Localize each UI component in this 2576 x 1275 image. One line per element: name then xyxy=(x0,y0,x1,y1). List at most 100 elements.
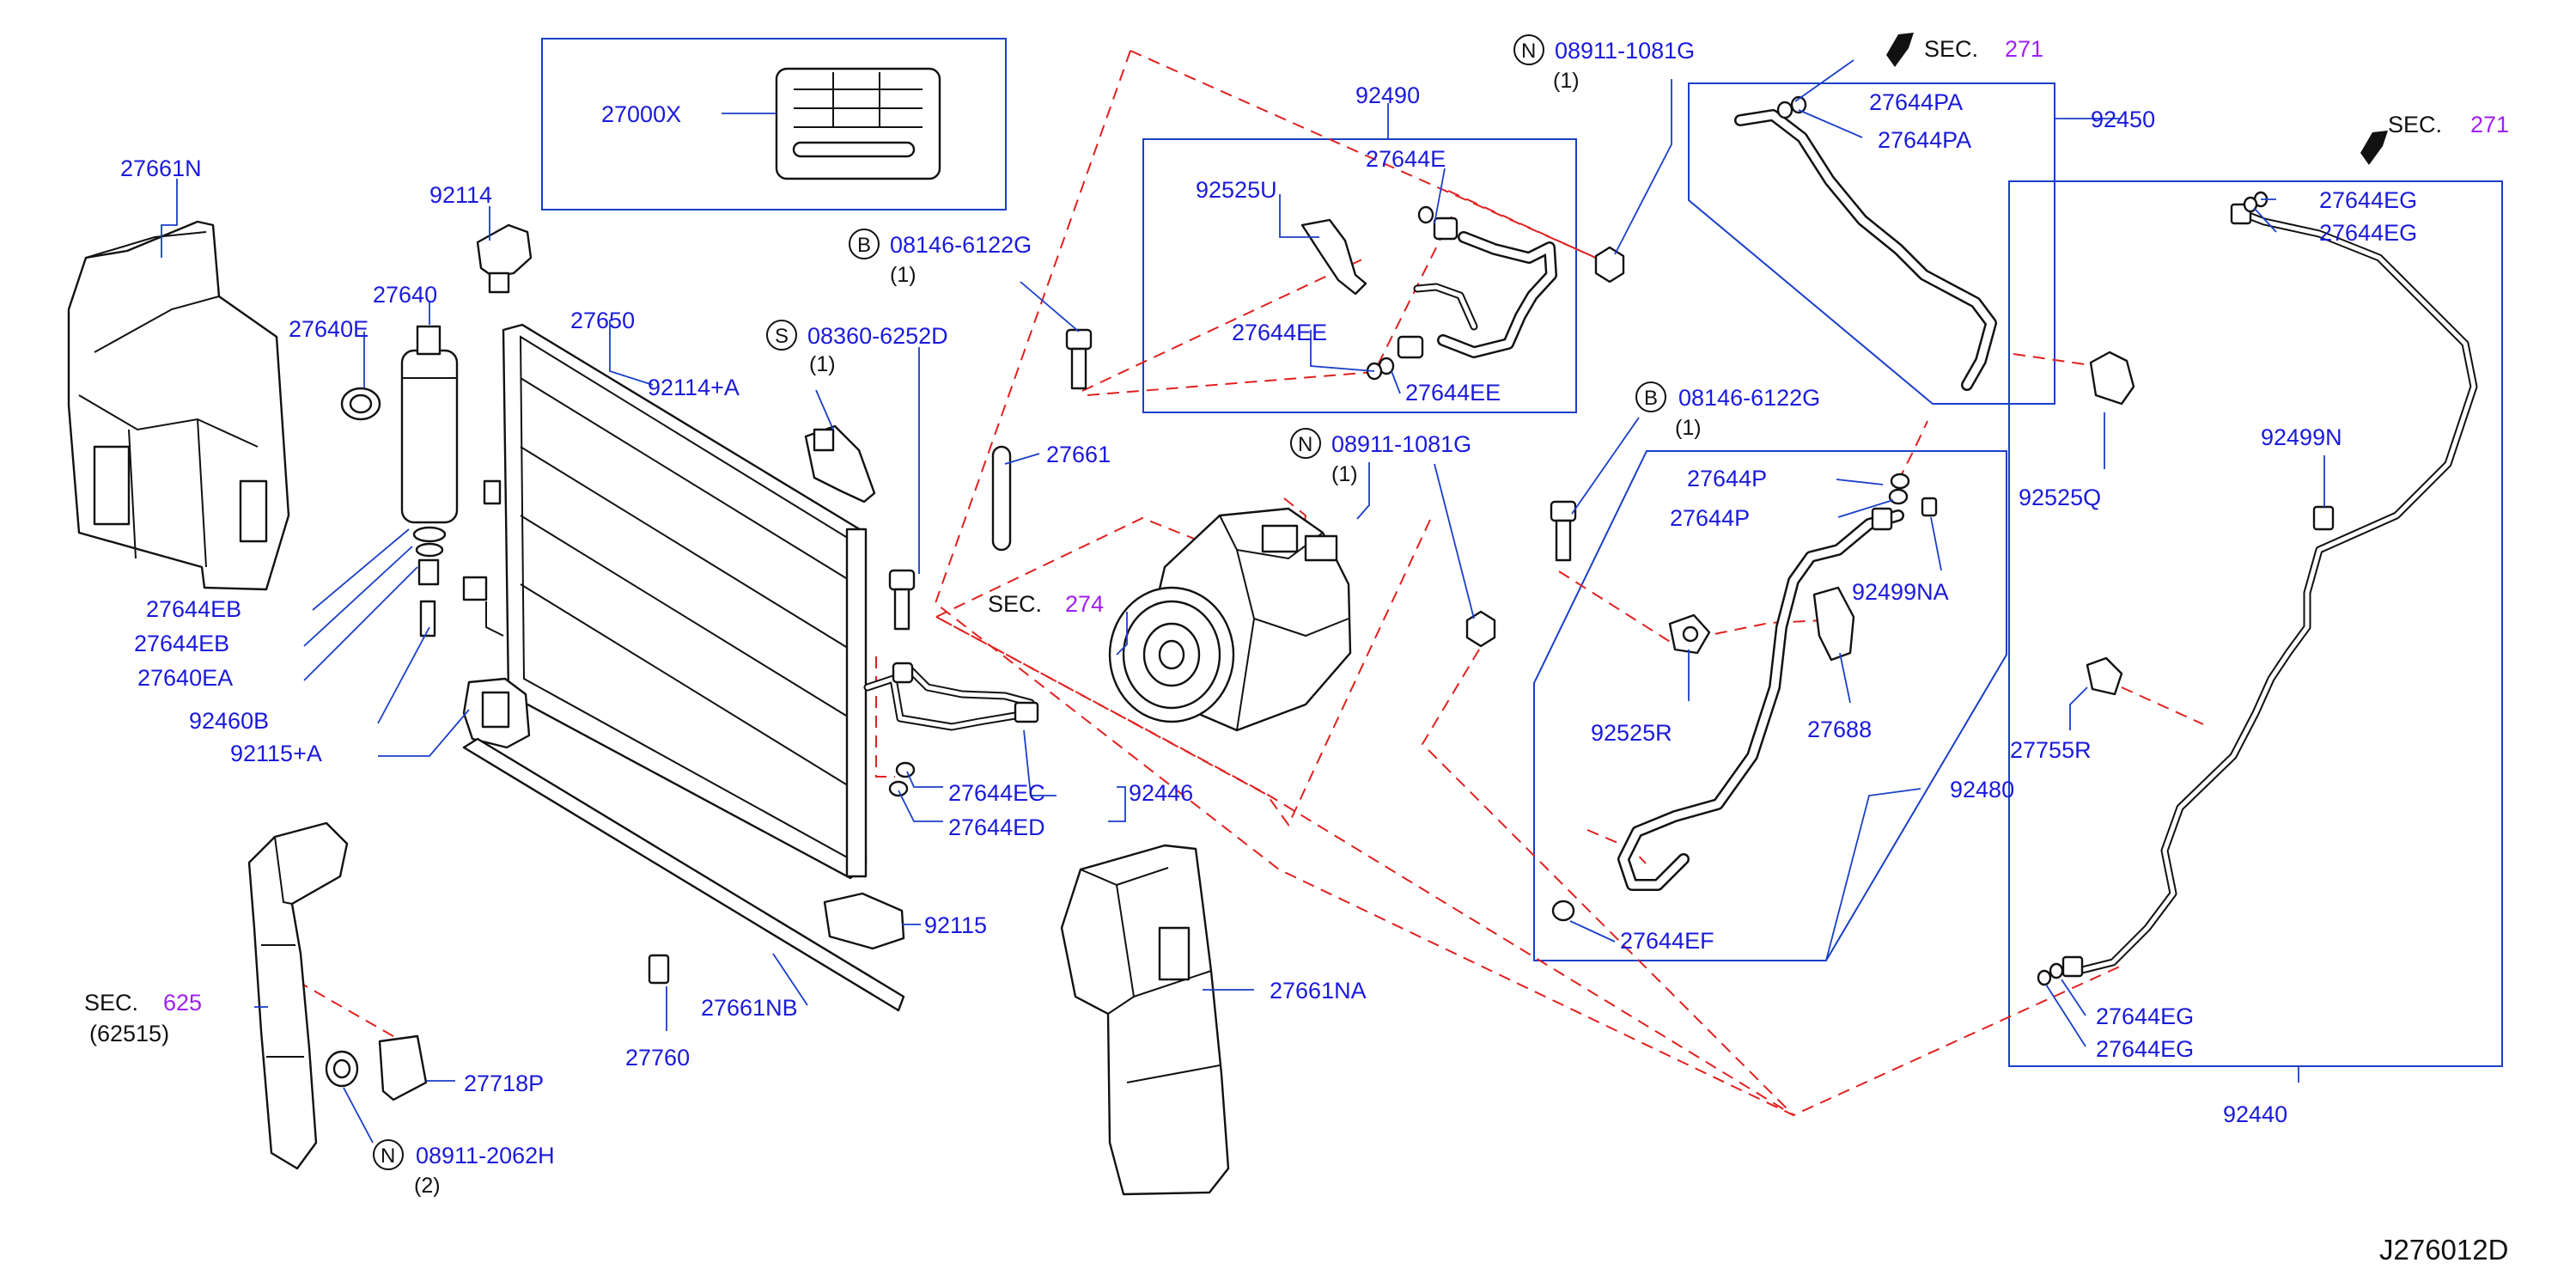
leader-lines xyxy=(161,59,2325,1144)
nut-08911-mid xyxy=(1465,610,1496,648)
bolt-circle-letter: B xyxy=(857,234,871,257)
spacer-27661 xyxy=(991,445,1012,552)
bracket-92114A xyxy=(804,424,876,503)
part-label-27644E: 27644E xyxy=(1366,146,1446,172)
receiver-drier-27640 xyxy=(400,325,459,638)
section-ref-word: SEC. xyxy=(1924,36,1978,62)
bolt-08360 xyxy=(888,569,916,631)
part-label-92525Q: 92525Q xyxy=(2019,485,2101,510)
assembly-line xyxy=(1421,649,1794,1116)
part-label-27650: 27650 xyxy=(570,308,635,333)
part-label-08360-6252D: 08360-6252D xyxy=(807,323,948,349)
section-ref-625: SEC. 625 (62515) xyxy=(84,990,202,1046)
part-label-27640EA: 27640EA xyxy=(137,665,233,691)
callout-nut-08911-top: N 08911-1081G (1) xyxy=(1513,34,1695,93)
callout-bolt-08146-left: B 08146-6122G (1) xyxy=(849,229,1032,287)
clip-27755R xyxy=(2086,656,2123,696)
part-label-27661N: 27661N xyxy=(120,156,202,181)
part-label-27640: 27640 xyxy=(373,282,437,308)
section-ref-number: 274 xyxy=(1065,591,1104,617)
part-label-92480: 92480 xyxy=(1950,777,2014,802)
part-label-08146-6122G: 08146-6122G xyxy=(890,232,1032,258)
condenser-27650 xyxy=(462,323,868,880)
part-label-92450: 92450 xyxy=(2091,107,2155,132)
quantity: (1) xyxy=(1553,69,1580,93)
nut-circle-letter: N xyxy=(1298,433,1312,456)
hose-92450 xyxy=(1734,95,1997,391)
clamp-27640E xyxy=(340,387,381,421)
part-label-27000X: 27000X xyxy=(601,101,681,127)
compressor xyxy=(1108,507,1352,732)
part-label-27644EB: 27644EB xyxy=(146,596,241,622)
assembly-line xyxy=(1447,190,1611,265)
assembly-line xyxy=(875,656,895,778)
part-label-92499NA: 92499NA xyxy=(1852,579,1949,605)
part-label-92115A: 92115+A xyxy=(230,741,322,766)
part-label-27644P: 27644P xyxy=(1687,466,1767,491)
part-label-27661NB: 27661NB xyxy=(701,995,798,1021)
part-label-27644EG: 27644EG xyxy=(2319,220,2417,246)
callout-nut-08911-mid: N 08911-1081G (1) xyxy=(1290,428,1471,486)
part-label-27644EG: 27644EG xyxy=(2096,1004,2194,1029)
quantity: (1) xyxy=(809,352,836,376)
part-label-92440: 92440 xyxy=(2223,1101,2287,1127)
assembly-line xyxy=(2121,686,2204,725)
part-label-27644EG: 27644EG xyxy=(2096,1036,2194,1062)
bracket-92114 xyxy=(476,223,533,294)
part-label-27644ED: 27644ED xyxy=(948,814,1045,840)
screw-circle-letter: S xyxy=(775,325,789,348)
assembly-line xyxy=(935,616,1794,1116)
core-support-62515 xyxy=(247,821,349,1170)
callout-bolt-08360: S 08360-6252D (1) xyxy=(766,320,948,376)
part-label-27661: 27661 xyxy=(1046,442,1111,467)
air-guide-27661N xyxy=(67,220,290,591)
bracket-92525R xyxy=(1668,613,1711,655)
assembly-line xyxy=(1558,570,1825,644)
part-label-92525U: 92525U xyxy=(1196,177,1277,203)
assembly-line xyxy=(296,980,405,1043)
part-label-27644EB: 27644EB xyxy=(134,631,229,656)
bracket-92115A xyxy=(462,677,531,749)
pipe-92446 xyxy=(863,662,1039,797)
bracket-92525Q xyxy=(2089,351,2135,406)
part-label-92446: 92446 xyxy=(1129,780,1193,806)
part-label-27755R: 27755R xyxy=(2010,737,2092,763)
nut-circle-letter: N xyxy=(381,1144,395,1168)
part-label-27644EC: 27644EC xyxy=(948,780,1045,806)
group-92440-outline xyxy=(2008,180,2503,1067)
callout-bolt-08146-right: B 08146-6122G (1) xyxy=(1635,381,1820,440)
section-ref-number: 625 xyxy=(163,990,202,1016)
section-ref-word: SEC. xyxy=(84,990,138,1016)
pipe-92440 xyxy=(2037,191,2478,986)
part-label-08911-2062H: 08911-2062H xyxy=(416,1143,555,1168)
air-guide-27661NA xyxy=(1060,844,1230,1196)
quantity: (1) xyxy=(1675,416,1702,440)
part-label-27644P: 27644P xyxy=(1670,505,1750,531)
callout-nut-08911-2062H: N 08911-2062H (2) xyxy=(373,1139,555,1198)
quantity: (1) xyxy=(1331,462,1358,486)
part-label-08911-1081G: 08911-1081G xyxy=(1555,38,1695,64)
sensor-27718P xyxy=(325,1034,428,1101)
part-label-27644EF: 27644EF xyxy=(1620,928,1714,954)
part-label-27640E: 27640E xyxy=(289,316,368,342)
label-box-outline xyxy=(541,38,1007,210)
part-label-27661NA: 27661NA xyxy=(1270,978,1367,1004)
clip-27760 xyxy=(648,954,670,985)
part-label-92114: 92114 xyxy=(429,182,492,208)
nut-circle-letter: N xyxy=(1521,40,1536,63)
section-ref-number: 271 xyxy=(2005,36,2043,62)
part-label-92490: 92490 xyxy=(1355,82,1420,108)
part-label-27644PA: 27644PA xyxy=(1869,89,1963,115)
section-ref-word: SEC. xyxy=(2388,112,2442,137)
quantity: (1) xyxy=(890,263,917,287)
section-ref-number: 271 xyxy=(2470,112,2509,137)
part-label-27688: 27688 xyxy=(1807,717,1872,742)
diagram-code: J276012D xyxy=(2379,1234,2508,1266)
bolt-08146-right xyxy=(1550,500,1577,562)
label-card-27000X xyxy=(775,67,941,180)
seal-27661NB xyxy=(462,737,905,1012)
part-label-27644EG: 27644EG xyxy=(2319,187,2417,213)
part-label-08146-6122G: 08146-6122G xyxy=(1678,385,1820,411)
hose-92490 xyxy=(1366,205,1557,381)
